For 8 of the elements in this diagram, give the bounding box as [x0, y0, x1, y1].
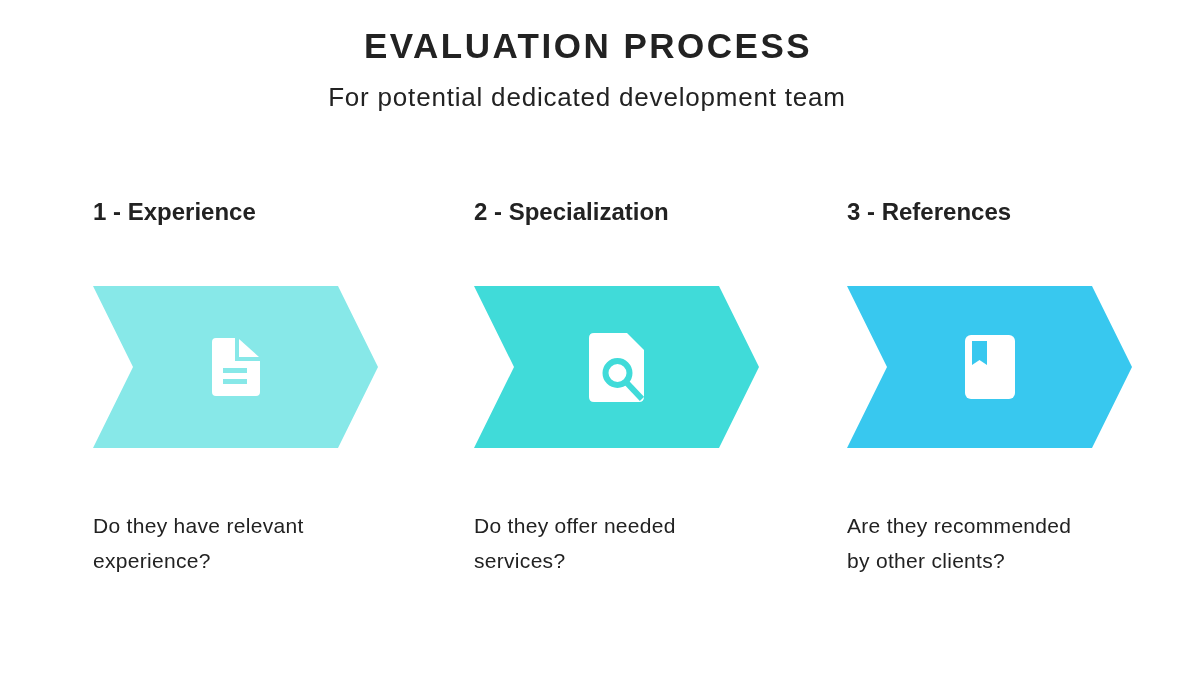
step-description: Are they recommended by other clients?: [847, 513, 1073, 574]
step-heading: 2 - Specialization: [474, 197, 669, 227]
step-heading: 3 - References: [847, 197, 1012, 227]
step-description: Do they have relevant experience?: [93, 513, 305, 574]
step-heading: 1 - Experience: [93, 197, 256, 227]
title: EVALUATION PROCESS: [362, 25, 814, 67]
subtitle: For potential dedicated development team: [327, 81, 847, 114]
step-description: Do they offer needed services?: [474, 513, 677, 574]
